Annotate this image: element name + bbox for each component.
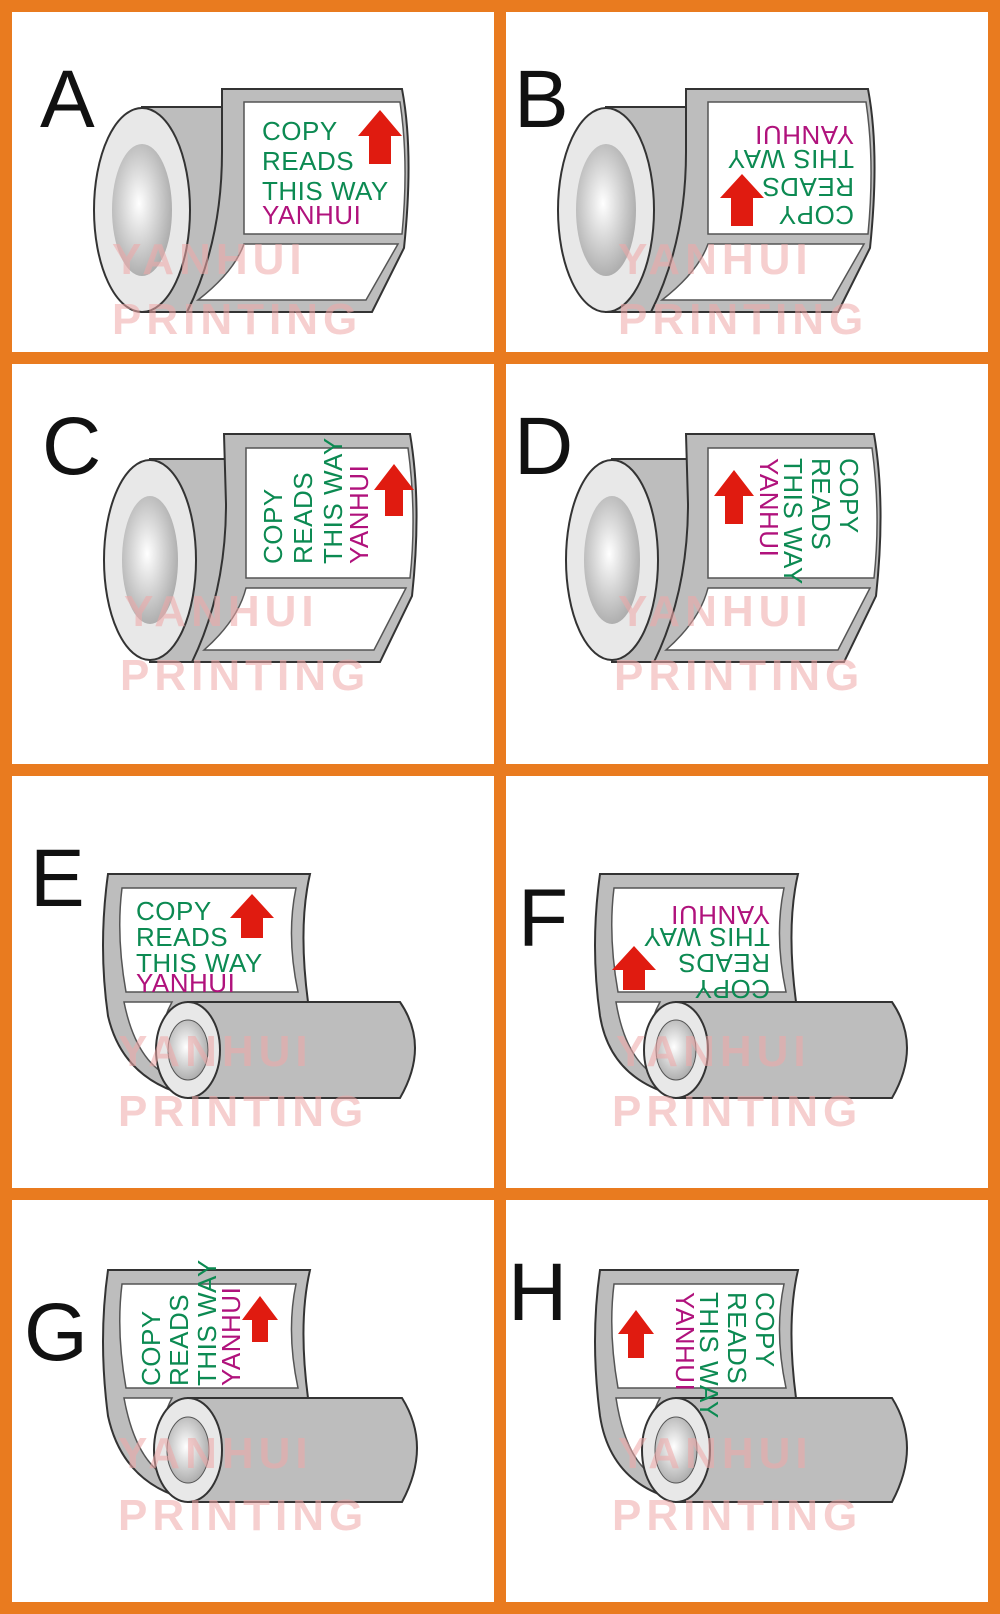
label-text-rotated: COPY READS THIS WAY YANHUI: [258, 437, 374, 564]
watermark: YANHUI PRINTING: [112, 235, 362, 344]
svg-text:COPY: COPY: [136, 896, 212, 926]
svg-text:READS: READS: [678, 948, 770, 978]
svg-text:READS: READS: [762, 172, 854, 202]
svg-text:YANHUI: YANHUI: [618, 1429, 813, 1478]
svg-text:THIS WAY: THIS WAY: [262, 176, 389, 206]
svg-text:YANHUI: YANHUI: [670, 1292, 700, 1391]
svg-text:YANHUI: YANHUI: [136, 968, 235, 998]
svg-text:YANHUI: YANHUI: [618, 587, 813, 636]
svg-text:PRINTING: PRINTING: [612, 1087, 862, 1136]
watermark: YANHUI PRINTING: [120, 587, 370, 700]
arrow-up-icon: [358, 110, 402, 164]
panel-letter: B: [514, 54, 569, 145]
arrow-up-icon: [612, 946, 656, 990]
label-roll-side: [93, 88, 410, 313]
svg-text:READS: READS: [806, 458, 836, 550]
svg-text:THIS WAY: THIS WAY: [694, 1292, 724, 1419]
label-roll-side: [103, 433, 418, 663]
svg-text:PRINTING: PRINTING: [112, 295, 362, 344]
watermark: YANHUI PRINTING: [612, 1027, 862, 1136]
svg-text:YANHUI: YANHUI: [755, 120, 854, 150]
panel-letter: H: [508, 1247, 567, 1338]
svg-text:READS: READS: [288, 472, 318, 564]
svg-text:READS: READS: [164, 1294, 194, 1386]
svg-text:YANHUI: YANHUI: [118, 1429, 313, 1478]
svg-text:THIS WAY: THIS WAY: [192, 1259, 222, 1386]
svg-text:YANHUI: YANHUI: [616, 1027, 811, 1076]
panel-c: C COPY READS THIS WAY YANHUI YANHUI PRIN…: [12, 364, 494, 764]
label-text: COPY READS THIS WAY YANHUI: [262, 116, 389, 230]
svg-text:READS: READS: [262, 146, 354, 176]
svg-text:YANHUI: YANHUI: [216, 1287, 246, 1386]
panel-h: H COPY READS THIS WAY YANHUI YANHUI PRIN…: [506, 1200, 988, 1602]
svg-text:COPY: COPY: [136, 1310, 166, 1386]
watermark: YANHUI PRINTING: [118, 1429, 368, 1540]
panel-e: E COPY READS THIS WAY YANHUI YANHUI PRIN…: [12, 776, 494, 1188]
svg-text:YANHUI: YANHUI: [618, 235, 813, 284]
arrow-up-icon: [374, 464, 414, 516]
svg-text:COPY: COPY: [258, 488, 288, 564]
panel-b: B COPY READS THIS WAY YANHUI YANHUI PRIN…: [506, 12, 988, 352]
arrow-up-icon: [618, 1310, 654, 1358]
label-text-rotated: COPY READS THIS WAY YANHUI: [754, 458, 864, 585]
svg-text:THIS WAY: THIS WAY: [778, 458, 808, 585]
label-roll-front: [594, 873, 908, 1099]
panel-letter: A: [40, 54, 95, 145]
svg-text:READS: READS: [136, 922, 228, 952]
svg-text:THIS WAY: THIS WAY: [727, 144, 854, 174]
panel-letter: C: [42, 401, 101, 492]
panel-letter: F: [518, 873, 568, 964]
label-roll-side: [565, 433, 882, 663]
label-text-rotated: COPY READS THIS WAY YANHUI: [136, 1259, 246, 1386]
svg-text:COPY: COPY: [694, 974, 770, 1004]
panel-f: F COPY READS THIS WAY YANHUI YANHUI PRIN…: [506, 776, 988, 1188]
panel-letter: E: [30, 833, 85, 924]
svg-text:THIS WAY: THIS WAY: [318, 437, 348, 564]
svg-text:YANHUI: YANHUI: [754, 458, 784, 557]
svg-text:PRINTING: PRINTING: [118, 1087, 368, 1136]
label-roll-side: [557, 88, 876, 313]
panel-a: A COPY READS THIS WAY YANHUI YANHUI PRIN…: [12, 12, 494, 352]
svg-text:COPY: COPY: [262, 116, 338, 146]
watermark: YANHUI PRINTING: [618, 235, 868, 344]
label-text-upside-down: COPY READS THIS WAY YANHUI: [727, 120, 854, 230]
watermark: YANHUI PRINTING: [118, 1027, 368, 1136]
svg-text:READS: READS: [722, 1292, 752, 1384]
panel-letter: G: [24, 1287, 88, 1378]
arrow-up-icon: [230, 894, 274, 938]
svg-text:PRINTING: PRINTING: [120, 651, 370, 700]
svg-text:PRINTING: PRINTING: [118, 1491, 368, 1540]
svg-text:YANHUI: YANHUI: [118, 1027, 313, 1076]
svg-text:THIS WAY: THIS WAY: [643, 922, 770, 952]
svg-text:THIS WAY: THIS WAY: [136, 948, 263, 978]
svg-text:YANHUI: YANHUI: [344, 465, 374, 564]
panel-d: D COPY READS THIS WAY YANHUI YANHUI PRIN…: [506, 364, 988, 764]
svg-text:COPY: COPY: [834, 458, 864, 534]
watermark: YANHUI PRINTING: [612, 1429, 862, 1540]
label-text: COPY READS THIS WAY YANHUI: [136, 896, 263, 998]
label-text-upside-down: COPY READS THIS WAY YANHUI: [643, 900, 770, 1004]
arrow-up-icon: [242, 1296, 278, 1342]
panel-letter: D: [514, 401, 573, 492]
watermark: YANHUI PRINTING: [614, 587, 864, 700]
svg-text:YANHUI: YANHUI: [112, 235, 307, 284]
svg-text:YANHUI: YANHUI: [671, 900, 770, 930]
arrow-up-icon: [714, 470, 754, 524]
panel-g: G COPY READS THIS WAY YANHUI YANHUI PRIN…: [12, 1200, 494, 1602]
arrow-up-icon: [720, 174, 764, 226]
svg-text:YANHUI: YANHUI: [124, 587, 319, 636]
svg-text:YANHUI: YANHUI: [262, 200, 361, 230]
svg-text:PRINTING: PRINTING: [612, 1491, 862, 1540]
svg-text:COPY: COPY: [750, 1292, 780, 1368]
svg-text:PRINTING: PRINTING: [618, 295, 868, 344]
label-text-rotated: COPY READS THIS WAY YANHUI: [670, 1292, 780, 1419]
svg-text:COPY: COPY: [778, 200, 854, 230]
svg-text:PRINTING: PRINTING: [614, 651, 864, 700]
